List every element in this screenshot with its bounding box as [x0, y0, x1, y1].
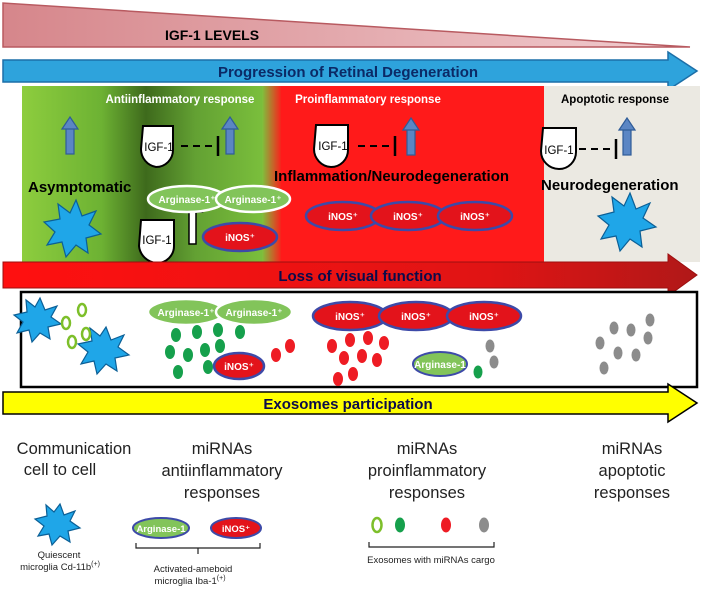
legend-quiescent-label: Quiescent microglia Cd-11b(+)	[20, 550, 100, 573]
legend-exosomes-label: Exosomes with miRNAs cargo	[367, 555, 495, 566]
svg-text:iNOS⁺: iNOS⁺	[469, 312, 499, 323]
title-apoptotic: Apoptotic response	[561, 94, 669, 106]
igf1-blob-apo: IGF-1	[539, 127, 618, 171]
svg-text:antiinflammatory: antiinflammatory	[161, 462, 283, 480]
svg-text:responses: responses	[389, 484, 465, 502]
exosomes-label: Exosomes participation	[263, 396, 432, 413]
quiescent-microglia-icon	[76, 325, 131, 376]
exosomes-participation-arrow	[2, 382, 699, 424]
svg-text:iNOS⁺: iNOS⁺	[335, 312, 365, 323]
svg-text:iNOS⁺: iNOS⁺	[222, 524, 250, 535]
arginase-cell: Arginase-1⁺	[146, 184, 228, 214]
svg-text:cell to cell: cell to cell	[24, 461, 96, 479]
svg-text:Arginase-1⁺: Arginase-1⁺	[158, 308, 215, 319]
svg-text:responses: responses	[594, 484, 670, 502]
progression-label: Progression of Retinal Degeneration	[218, 64, 478, 81]
svg-text:IGF-1: IGF-1	[544, 145, 573, 157]
igf1-blob-anti-lower: IGF-1	[137, 219, 175, 265]
inos-cell: iNOS⁺	[201, 221, 279, 253]
svg-text:responses: responses	[184, 484, 260, 502]
exosome-red-dots	[271, 339, 295, 362]
status-neurodegeneration: Neurodegeneration	[541, 177, 679, 194]
inos-cell: iNOS⁺	[311, 300, 389, 332]
svg-text:proinflammatory: proinflammatory	[368, 462, 487, 480]
igf-levels-wedge	[2, 2, 691, 48]
panel-proinflammatory	[281, 86, 544, 262]
svg-text:iNOS⁺: iNOS⁺	[460, 212, 490, 223]
svg-text:microglia Iba-1(+): microglia Iba-1(+)	[154, 575, 225, 587]
inos-cell: iNOS⁺	[445, 300, 523, 332]
status-inflammation: Inflammation/Neurodegeneration	[274, 168, 509, 185]
arginase-cell: Arginase-1⁺	[214, 184, 292, 214]
quiescent-microglia-icon	[596, 191, 658, 253]
igf1-blob-anti: IGF-1	[139, 125, 220, 169]
legend-bracket-exosomes	[368, 542, 495, 548]
svg-text:microglia Cd-11b(+): microglia Cd-11b(+)	[20, 561, 100, 573]
svg-text:Arginase-1: Arginase-1	[414, 360, 466, 371]
arginase-cell: Arginase-1	[412, 351, 468, 377]
svg-text:Arginase-1⁺: Arginase-1⁺	[159, 195, 216, 206]
inos-cell: iNOS⁺	[304, 200, 382, 232]
caption-communication: Communication cell to cell	[17, 440, 132, 479]
exosome-green-dots	[165, 323, 245, 379]
svg-text:IGF-1: IGF-1	[318, 141, 347, 153]
quiescent-microglia-icon	[42, 198, 103, 259]
svg-text:iNOS⁺: iNOS⁺	[393, 212, 423, 223]
title-antiinflammatory: Antiinflammatory response	[106, 94, 255, 106]
svg-text:apoptotic: apoptotic	[599, 462, 666, 480]
svg-text:IGF-1: IGF-1	[144, 142, 173, 154]
svg-text:Arginase-1: Arginase-1	[136, 524, 186, 535]
quiescent-microglia-icon	[12, 296, 63, 344]
caption-mirnas-apo: miRNAs apoptotic responses	[594, 440, 670, 502]
svg-text:miRNAs: miRNAs	[397, 440, 458, 458]
exosome-grey-dots	[485, 339, 499, 369]
arginase-cell: Arginase-1⁺	[214, 297, 294, 327]
status-asymptomatic: Asymptomatic	[28, 179, 131, 196]
svg-text:Arginase-1⁺: Arginase-1⁺	[225, 195, 282, 206]
caption-mirnas-pro: miRNAs proinflammatory responses	[368, 440, 487, 502]
inos-cell: iNOS⁺	[212, 351, 266, 381]
arginase-cell: Arginase-1⁺	[146, 297, 226, 327]
svg-text:miRNAs: miRNAs	[192, 440, 253, 458]
svg-text:Arginase-1⁺: Arginase-1⁺	[226, 308, 283, 319]
exosome-grey-dots	[595, 313, 655, 375]
svg-text:iNOS⁺: iNOS⁺	[401, 312, 431, 323]
svg-text:Quiescent: Quiescent	[38, 550, 81, 561]
igf1-blob-pro: IGF-1	[312, 124, 397, 169]
svg-text:IGF-1: IGF-1	[142, 235, 171, 247]
legend-inos-cell: iNOS⁺	[210, 517, 262, 539]
loss-of-visual-function-arrow	[2, 253, 698, 297]
inos-cell: iNOS⁺	[377, 300, 455, 332]
progression-arrow	[2, 50, 699, 92]
legend-arginase-cell: Arginase-1	[132, 517, 190, 539]
legend-bracket-activated	[135, 543, 261, 554]
legend-quiescent-microglia-icon	[33, 502, 82, 547]
igf-levels-label: IGF-1 LEVELS	[165, 27, 259, 43]
svg-text:iNOS⁺: iNOS⁺	[224, 362, 254, 373]
svg-text:iNOS⁺: iNOS⁺	[225, 233, 255, 244]
exosome-red-dots	[327, 331, 389, 386]
loss-label: Loss of visual function	[278, 268, 441, 285]
svg-text:miRNAs: miRNAs	[602, 440, 663, 458]
svg-text:Communication: Communication	[17, 440, 132, 458]
exosome-outlined-green	[60, 302, 92, 350]
caption-mirnas-anti: miRNAs antiinflammatory responses	[161, 440, 283, 502]
exosome-green-dots	[473, 365, 483, 379]
title-proinflammatory: Proinflammatory response	[295, 94, 441, 106]
panel-transition	[262, 86, 282, 262]
legend-activated-label: Activated-ameboid microglia Iba-1(+)	[154, 564, 233, 587]
inos-cell: iNOS⁺	[436, 200, 514, 232]
inos-cell: iNOS⁺	[369, 200, 447, 232]
svg-text:Activated-ameboid: Activated-ameboid	[154, 564, 233, 575]
legend-exosome-dots	[371, 516, 489, 534]
svg-text:iNOS⁺: iNOS⁺	[328, 212, 358, 223]
